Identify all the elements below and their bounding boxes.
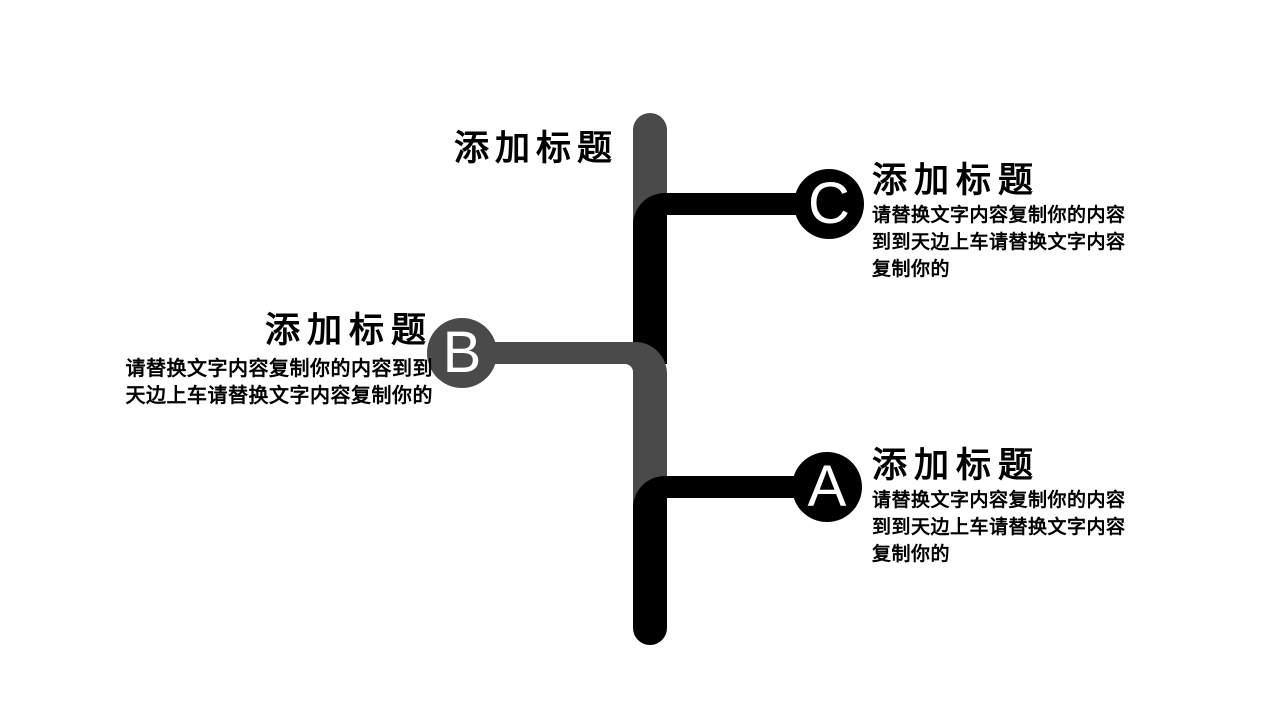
node-c-circle (794, 169, 864, 239)
node-a-circle (792, 452, 862, 522)
main-title: 添加标题 (453, 129, 618, 168)
node-a-letter: A (807, 454, 847, 519)
node-c-body: 请替换文字内容复制你的内容到到天边上车请替换文字内容复制你的 (872, 205, 1126, 280)
node-a-text-block: 添加标题 请替换文字内容复制你的内容到到天边上车请替换文字内容复制你的 (872, 446, 1134, 568)
node-b-circle (427, 318, 497, 388)
node-b-title: 添加标题 (264, 311, 433, 350)
node-c-text-block: 添加标题 请替换文字内容复制你的内容到到天边上车请替换文字内容复制你的 (872, 161, 1134, 283)
node-a-body: 请替换文字内容复制你的内容到到天边上车请替换文字内容复制你的 (872, 490, 1126, 565)
node-b-letter: B (442, 320, 482, 385)
node-c-letter: C (808, 171, 850, 236)
node-b-body: 请替换文字内容复制你的内容到到天边上车请替换文字内容复制你的 (125, 358, 433, 407)
node-a-title: 添加标题 (872, 446, 1041, 485)
node-c-title: 添加标题 (872, 161, 1041, 200)
node-b-text-block: 添加标题 请替换文字内容复制你的内容到到天边上车请替换文字内容复制你的 (113, 311, 433, 410)
